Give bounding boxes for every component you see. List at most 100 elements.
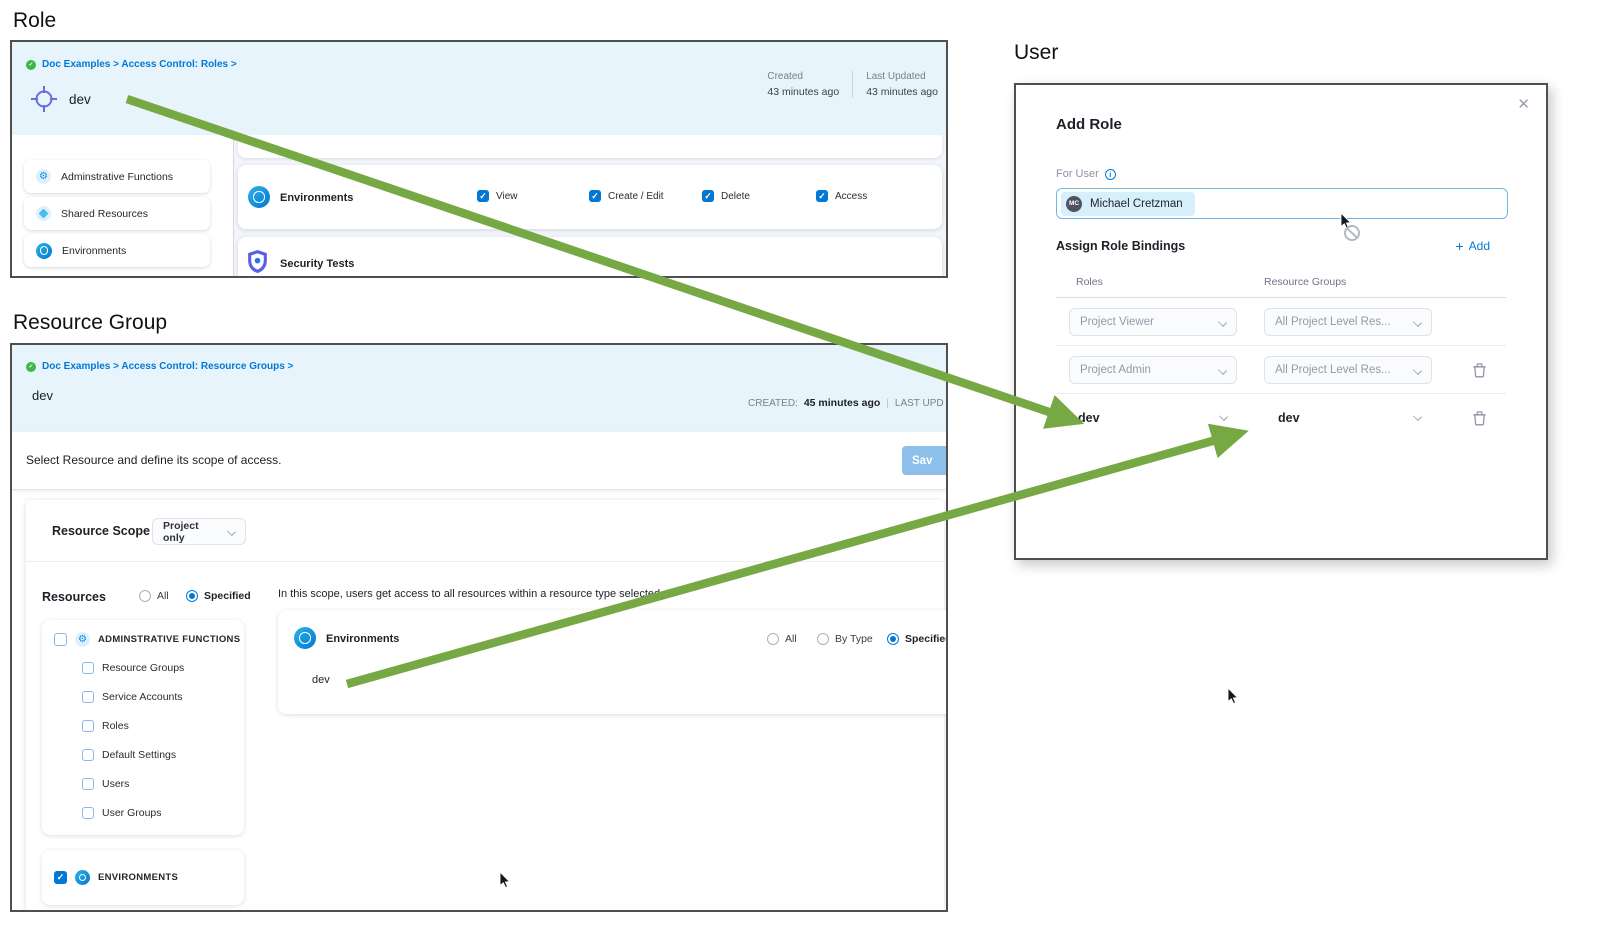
- chevron-down-icon[interactable]: [1413, 412, 1422, 421]
- checkbox-checked-icon[interactable]: [477, 190, 489, 202]
- role-breadcrumb-text[interactable]: Doc Examples > Access Control: Roles >: [42, 59, 237, 70]
- resource-group-select-value: All Project Level Res...: [1275, 316, 1391, 328]
- resource-scope-value: Project only: [163, 519, 199, 544]
- checkbox-environments[interactable]: ENVIRONMENTS: [54, 870, 178, 885]
- for-user-input[interactable]: MC Michael Cretzman: [1056, 188, 1508, 219]
- checkbox-unchecked-icon[interactable]: [82, 807, 94, 819]
- radio-label: By Type: [835, 633, 873, 645]
- sidebar-item-label: Adminstrative Functions: [61, 170, 174, 183]
- created-label: Created: [767, 71, 803, 82]
- sidebar-item-environments[interactable]: Environments: [24, 234, 210, 267]
- resource-scope-row: Resource Scope Project only: [26, 500, 944, 562]
- save-button[interactable]: Sav: [902, 446, 946, 475]
- instruction-text: Select Resource and define its scope of …: [26, 453, 282, 467]
- checkbox-unchecked-icon[interactable]: [82, 749, 94, 761]
- trash-icon[interactable]: [1472, 410, 1487, 426]
- checkbox-users[interactable]: Users: [82, 778, 129, 790]
- radio-unselected-icon[interactable]: [767, 633, 779, 645]
- role-body: Adminstrative Functions Shared Resources…: [12, 135, 946, 276]
- role-select[interactable]: Project Admin: [1069, 356, 1237, 384]
- permission-resource-label: Security Tests: [280, 258, 355, 270]
- resource-group-select-value[interactable]: dev: [1278, 411, 1300, 425]
- checkbox-unchecked-icon[interactable]: [82, 778, 94, 790]
- checkbox-default-settings[interactable]: Default Settings: [82, 749, 176, 761]
- tree-item-label: Resource Groups: [102, 662, 185, 674]
- radio-unselected-icon[interactable]: [817, 633, 829, 645]
- chevron-down-icon: [1218, 317, 1227, 327]
- gear-icon: [36, 169, 51, 184]
- updated-value: 43 minutes ago: [866, 86, 938, 98]
- assign-role-bindings-heading: Assign Role Bindings: [1056, 239, 1186, 253]
- permission-create-edit[interactable]: Create / Edit: [589, 190, 664, 202]
- env-radio-by-type[interactable]: By Type: [817, 633, 873, 645]
- radio-label: All: [785, 633, 797, 645]
- resource-group-select[interactable]: All Project Level Res...: [1264, 308, 1432, 336]
- tree-item-label: Roles: [102, 720, 129, 732]
- role-select[interactable]: Project Viewer: [1069, 308, 1237, 336]
- chevron-down-icon: [1413, 317, 1422, 327]
- sidebar-item-administrative-functions[interactable]: Adminstrative Functions: [24, 160, 210, 193]
- avatar: MC: [1066, 195, 1082, 212]
- radio-unselected-icon[interactable]: [139, 590, 151, 602]
- divider: [1056, 297, 1506, 298]
- role-select-value[interactable]: dev: [1078, 411, 1100, 425]
- permission-access[interactable]: Access: [816, 190, 867, 202]
- trash-icon[interactable]: [1472, 362, 1487, 378]
- checkbox-unchecked-icon[interactable]: [54, 633, 67, 646]
- checkbox-admin-functions[interactable]: ADMINSTRATIVE FUNCTIONS: [54, 632, 240, 647]
- resources-radio-specified[interactable]: Specified: [186, 590, 251, 602]
- checkbox-unchecked-icon[interactable]: [82, 720, 94, 732]
- chevron-down-icon[interactable]: [1219, 412, 1228, 421]
- checkbox-checked-icon[interactable]: [589, 190, 601, 202]
- resource-group-select-value: All Project Level Res...: [1275, 364, 1391, 376]
- checkbox-checked-icon[interactable]: [702, 190, 714, 202]
- permission-label: Delete: [721, 190, 750, 202]
- checkbox-unchecked-icon[interactable]: [82, 662, 94, 674]
- role-select-value: Project Viewer: [1080, 316, 1154, 328]
- user-chip-name: Michael Cretzman: [1090, 197, 1183, 210]
- environments-row-label: Environments: [326, 633, 400, 645]
- resource-scope-label: Resource Scope: [52, 524, 150, 538]
- add-binding-button[interactable]: + Add: [1455, 238, 1490, 254]
- environments-scope-card: Environments All By Type Specified dev: [278, 610, 948, 714]
- radio-label: Specified: [905, 633, 948, 645]
- checkbox-user-groups[interactable]: User Groups: [82, 807, 162, 819]
- environments-icon: [294, 627, 316, 649]
- env-radio-specified[interactable]: Specified: [887, 633, 948, 645]
- checkbox-unchecked-icon[interactable]: [82, 691, 94, 703]
- resource-group-breadcrumb[interactable]: Doc Examples > Access Control: Resource …: [26, 361, 293, 372]
- user-chip[interactable]: MC Michael Cretzman: [1061, 191, 1195, 216]
- close-icon[interactable]: [1517, 95, 1530, 113]
- resource-group-breadcrumb-text[interactable]: Doc Examples > Access Control: Resource …: [42, 361, 294, 372]
- checkbox-roles[interactable]: Roles: [82, 720, 129, 732]
- cursor-pointer: [1227, 686, 1239, 705]
- security-tests-shield-icon: [248, 250, 267, 273]
- resource-group-select[interactable]: All Project Level Res...: [1264, 356, 1432, 384]
- plus-icon: +: [1455, 238, 1464, 254]
- permission-delete[interactable]: Delete: [702, 190, 750, 202]
- meta-divider: |: [886, 397, 889, 409]
- chevron-down-icon: [1413, 365, 1422, 375]
- radio-selected-icon[interactable]: [887, 633, 899, 645]
- checkbox-checked-icon[interactable]: [54, 871, 67, 884]
- permissions-row-security-tests: Security Tests: [238, 237, 942, 276]
- info-icon[interactable]: [1104, 168, 1116, 180]
- radio-selected-icon[interactable]: [186, 590, 198, 602]
- role-breadcrumb[interactable]: Doc Examples > Access Control: Roles >: [26, 59, 237, 70]
- shared-resources-icon: [36, 206, 51, 221]
- permission-view[interactable]: View: [477, 190, 518, 202]
- group-label: ENVIRONMENTS: [98, 872, 179, 883]
- permission-resource-label: Environments: [280, 192, 354, 204]
- sidebar-item-shared-resources[interactable]: Shared Resources: [24, 197, 210, 230]
- resource-scope-dropdown[interactable]: Project only: [152, 518, 246, 545]
- checkbox-resource-groups[interactable]: Resource Groups: [82, 662, 184, 674]
- resources-radio-all[interactable]: All: [139, 590, 169, 602]
- checkbox-service-accounts[interactable]: Service Accounts: [82, 691, 183, 703]
- binding-row: dev dev: [1056, 394, 1506, 442]
- tree-item-label: User Groups: [102, 807, 162, 819]
- role-target-icon: [31, 86, 57, 112]
- resource-group-subheader: Select Resource and define its scope of …: [12, 432, 946, 490]
- env-radio-all[interactable]: All: [767, 633, 797, 645]
- checkbox-checked-icon[interactable]: [816, 190, 828, 202]
